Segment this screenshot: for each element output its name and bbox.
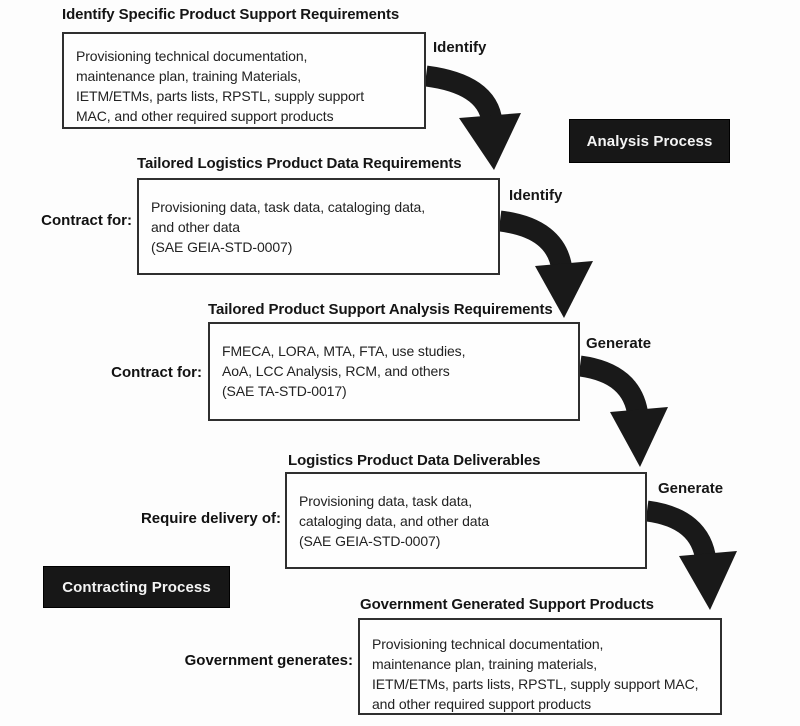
step4-body: Provisioning data, task data, cataloging… (299, 493, 489, 549)
step1-box: Provisioning technical documentation, ma… (62, 32, 426, 129)
step1-body: Provisioning technical documentation, ma… (76, 48, 365, 124)
step2-side-label: Contract for: (41, 212, 132, 229)
curved-arrow-generate-1-icon (578, 355, 668, 467)
step4-side-label: Require delivery of: (140, 510, 281, 527)
step3-title: Tailored Product Support Analysis Requir… (208, 301, 553, 318)
step2-body: Provisioning data, task data, cataloging… (151, 199, 426, 255)
arrow-curve (578, 355, 649, 418)
step5-body: Provisioning technical documentation, ma… (372, 636, 699, 712)
analysis-process-badge: Analysis Process (569, 119, 730, 163)
curved-arrow-generate-2-icon (645, 500, 737, 610)
step5-title: Government Generated Support Products (360, 596, 654, 613)
arrow-curve (645, 500, 717, 563)
arrow-curve (498, 210, 573, 272)
step3-side-label: Contract for: (111, 364, 202, 381)
arrow1-label: Identify (433, 39, 487, 56)
step2-title: Tailored Logistics Product Data Requirem… (137, 155, 462, 172)
arrow-curve (424, 65, 503, 124)
step3-body: FMECA, LORA, MTA, FTA, use studies, AoA,… (222, 343, 466, 399)
step4-title: Logistics Product Data Deliverables (288, 452, 541, 469)
arrow-head (610, 407, 668, 467)
step3-box: FMECA, LORA, MTA, FTA, use studies, AoA,… (208, 322, 580, 421)
step5-side-label: Government generates: (184, 652, 353, 669)
step2-box: Provisioning data, task data, cataloging… (137, 178, 500, 275)
step5-box: Provisioning technical documentation, ma… (358, 618, 722, 715)
arrow2-label: Identify (509, 187, 563, 204)
arrow-head (459, 113, 521, 170)
arrow3-label: Generate (586, 335, 652, 352)
arrow4-label: Generate (658, 480, 724, 497)
step4-box: Provisioning data, task data, cataloging… (285, 472, 647, 569)
arrow-head (679, 551, 737, 610)
contracting-process-badge: Contracting Process (43, 566, 230, 608)
step1-title: Identify Specific Product Support Requir… (62, 6, 400, 23)
